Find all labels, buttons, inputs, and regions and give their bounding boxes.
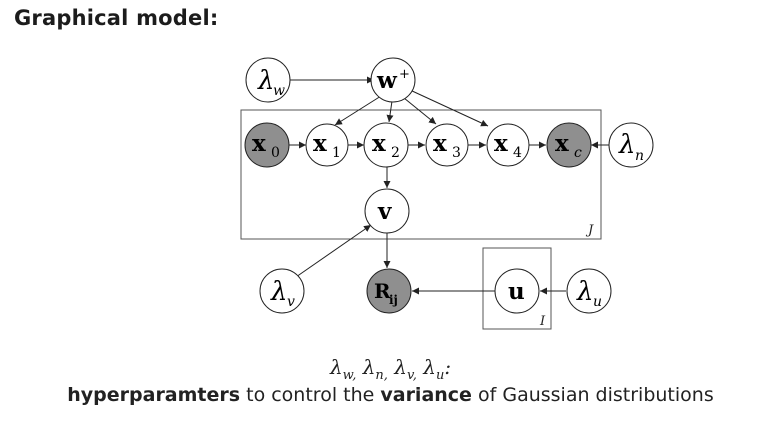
plate-j bbox=[240, 109, 602, 240]
edge-w-to-x1 bbox=[334, 95, 382, 126]
edge-w-to-x3 bbox=[403, 97, 437, 125]
slide-heading: Graphical model: bbox=[14, 6, 219, 30]
svg-text:u: u bbox=[593, 294, 602, 310]
node-x3: x 3 bbox=[425, 123, 469, 167]
svg-text:w: w bbox=[376, 67, 398, 94]
svg-text:v: v bbox=[377, 198, 392, 225]
svg-text:x: x bbox=[372, 130, 386, 157]
edge-lambda-v-to-v bbox=[295, 224, 372, 278]
svg-text:n: n bbox=[635, 148, 644, 164]
node-lambda-n: λ n bbox=[608, 122, 654, 168]
svg-text:λ: λ bbox=[576, 277, 593, 307]
svg-text:u: u bbox=[508, 278, 525, 305]
svg-text:w: w bbox=[273, 83, 285, 99]
caption-lambda-v: λv, bbox=[394, 355, 417, 383]
edges bbox=[289, 76, 609, 295]
caption-end: of Gaussian distributions bbox=[471, 384, 714, 406]
plate-i bbox=[482, 247, 552, 330]
caption-lambda-n: λn, bbox=[362, 355, 388, 383]
caption-mid: to control the bbox=[240, 384, 381, 406]
svg-text:λ: λ bbox=[618, 130, 635, 160]
svg-text:x: x bbox=[313, 130, 327, 157]
hyperparameter-symbols: λw, λn, λv, λu: bbox=[0, 355, 781, 383]
plate-j-label: J bbox=[585, 223, 594, 238]
svg-text:+: + bbox=[399, 67, 410, 82]
svg-text:2: 2 bbox=[391, 145, 400, 161]
node-x2: x 2 bbox=[363, 122, 409, 168]
svg-text:x: x bbox=[555, 130, 569, 157]
node-lambda-w: λ w bbox=[245, 57, 291, 103]
svg-text:1: 1 bbox=[332, 145, 341, 161]
svg-text:R: R bbox=[374, 279, 391, 303]
svg-text:3: 3 bbox=[452, 145, 461, 161]
caption-lambda-u: λu: bbox=[423, 355, 452, 383]
caption-description: hyperparamters to control the variance o… bbox=[0, 384, 781, 406]
svg-text:c: c bbox=[574, 145, 582, 161]
caption-bold-variance: variance bbox=[380, 384, 472, 406]
svg-text:λ: λ bbox=[270, 277, 287, 307]
svg-text:v: v bbox=[287, 294, 295, 310]
node-x0: x 0 bbox=[244, 122, 290, 168]
svg-text:x: x bbox=[494, 130, 508, 157]
node-u: u bbox=[494, 268, 540, 314]
node-r-ij: R ij bbox=[366, 268, 412, 314]
node-x4: x 4 bbox=[486, 123, 530, 167]
node-w-plus: w + bbox=[370, 57, 416, 103]
plate-i-label: I bbox=[539, 314, 546, 329]
svg-text:ij: ij bbox=[389, 293, 398, 307]
svg-text:4: 4 bbox=[513, 145, 522, 161]
node-lambda-u: λ u bbox=[566, 268, 612, 314]
svg-text:λ: λ bbox=[257, 66, 274, 96]
node-xc: x c bbox=[546, 122, 592, 168]
svg-text:x: x bbox=[433, 130, 447, 157]
edge-w-to-x2 bbox=[386, 100, 394, 123]
node-v: v bbox=[364, 188, 410, 234]
node-x1: x 1 bbox=[305, 123, 349, 167]
svg-text:x: x bbox=[252, 130, 266, 157]
caption-bold-hyperparamters: hyperparamters bbox=[67, 384, 241, 406]
caption-lambda-w: λw, bbox=[329, 355, 357, 383]
node-lambda-v: λ v bbox=[259, 268, 305, 314]
svg-text:0: 0 bbox=[271, 145, 280, 161]
edge-w-to-x4 bbox=[409, 89, 489, 127]
